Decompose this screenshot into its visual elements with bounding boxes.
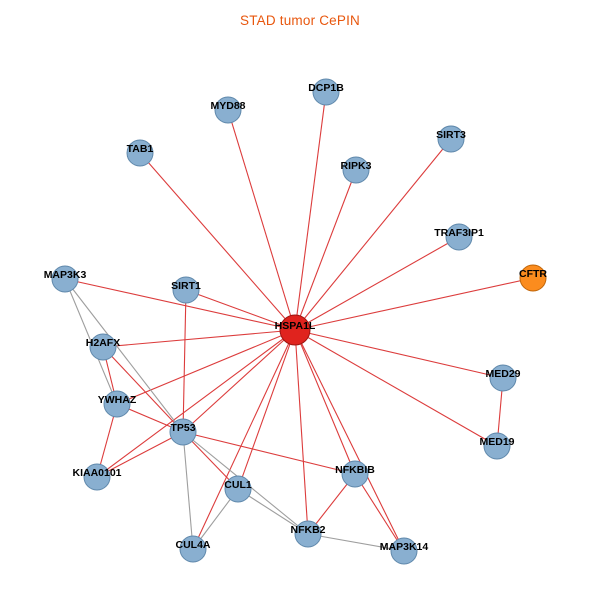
node-HSPA1L	[279, 314, 311, 346]
edge-HSPA1L-NFKBIB	[294, 329, 356, 475]
node-YWHAZ	[103, 390, 131, 418]
node-label-YWHAZ: YWHAZ	[98, 394, 137, 406]
node-label-H2AFX: H2AFX	[86, 337, 120, 349]
node-CFTR	[519, 264, 547, 292]
edge-SIRT1-TP53	[182, 289, 187, 433]
node-DCP1B	[312, 78, 340, 106]
edge-NFKBIB-MAP3K14	[354, 473, 405, 552]
node-label-TAB1: TAB1	[127, 143, 154, 155]
edge-MAP3K3-TP53	[64, 278, 184, 433]
plot-title: STAD tumor CePIN	[240, 13, 360, 28]
edge-HSPA1L-SIRT3	[294, 138, 452, 331]
node-label-MYD88: MYD88	[210, 100, 245, 112]
node-label-HSPA1L: HSPA1L	[275, 320, 316, 332]
node-label-MED29: MED29	[485, 368, 520, 380]
node-label-NFKBIB: NFKBIB	[335, 464, 375, 476]
edge-HSPA1L-TAB1	[139, 152, 296, 331]
edge-HSPA1L-MAP3K3	[64, 278, 296, 331]
node-label-NFKB2: NFKB2	[290, 524, 325, 536]
edge-HSPA1L-MAP3K14	[294, 329, 405, 552]
edge-HSPA1L-MYD88	[227, 109, 296, 331]
node-KIAA0101	[83, 463, 111, 491]
node-label-CUL4A: CUL4A	[175, 539, 210, 551]
edge-HSPA1L-KIAA0101	[96, 329, 296, 478]
edge-NFKB2-MAP3K14	[307, 533, 405, 552]
edge-H2AFX-TP53	[102, 346, 184, 433]
node-RIPK3	[342, 156, 370, 184]
node-label-SIRT3: SIRT3	[436, 129, 466, 141]
node-MED19	[483, 432, 511, 460]
node-NFKBIB	[341, 460, 369, 488]
node-TP53	[169, 418, 197, 446]
node-CUL1	[224, 475, 252, 503]
node-MYD88	[214, 96, 242, 124]
node-label-MAP3K14: MAP3K14	[380, 541, 429, 553]
edge-HSPA1L-NFKB2	[294, 329, 309, 535]
edge-HSPA1L-DCP1B	[294, 91, 327, 331]
node-MED29	[489, 364, 517, 392]
node-label-KIAA0101: KIAA0101	[72, 467, 121, 479]
edge-HSPA1L-CUL4A	[192, 329, 296, 550]
edge-HSPA1L-MED29	[294, 329, 504, 379]
node-label-MAP3K3: MAP3K3	[44, 269, 87, 281]
edge-HSPA1L-TP53	[182, 329, 296, 433]
edge-HSPA1L-MED19	[294, 329, 498, 447]
edge-HSPA1L-CUL1	[237, 329, 296, 490]
node-label-RIPK3: RIPK3	[341, 160, 372, 172]
node-label-CUL1: CUL1	[224, 479, 252, 491]
edge-TP53-KIAA0101	[96, 431, 184, 478]
node-SIRT1	[172, 276, 200, 304]
node-MAP3K14	[390, 537, 418, 565]
node-label-MED19: MED19	[479, 436, 514, 448]
node-SIRT3	[437, 125, 465, 153]
edge-HSPA1L-YWHAZ	[116, 329, 296, 405]
node-label-TRAF3IP1: TRAF3IP1	[434, 227, 484, 239]
node-label-SIRT1: SIRT1	[171, 280, 201, 292]
edge-HSPA1L-SIRT1	[185, 289, 296, 331]
node-CUL4A	[179, 535, 207, 563]
edge-TP53-NFKBIB	[182, 431, 356, 475]
node-label-DCP1B: DCP1B	[308, 82, 344, 94]
edge-CUL1-NFKB2	[237, 488, 309, 535]
node-MAP3K3	[51, 265, 79, 293]
node-TAB1	[126, 139, 154, 167]
edge-HSPA1L-TRAF3IP1	[294, 236, 460, 331]
node-label-TP53: TP53	[170, 422, 195, 434]
node-H2AFX	[89, 333, 117, 361]
edge-HSPA1L-H2AFX	[102, 329, 296, 348]
node-label-CFTR: CFTR	[519, 268, 547, 280]
edge-HSPA1L-RIPK3	[294, 169, 357, 331]
node-NFKB2	[294, 520, 322, 548]
node-TRAF3IP1	[445, 223, 473, 251]
edge-TP53-CUL4A	[182, 431, 194, 550]
edge-HSPA1L-CFTR	[294, 277, 534, 331]
